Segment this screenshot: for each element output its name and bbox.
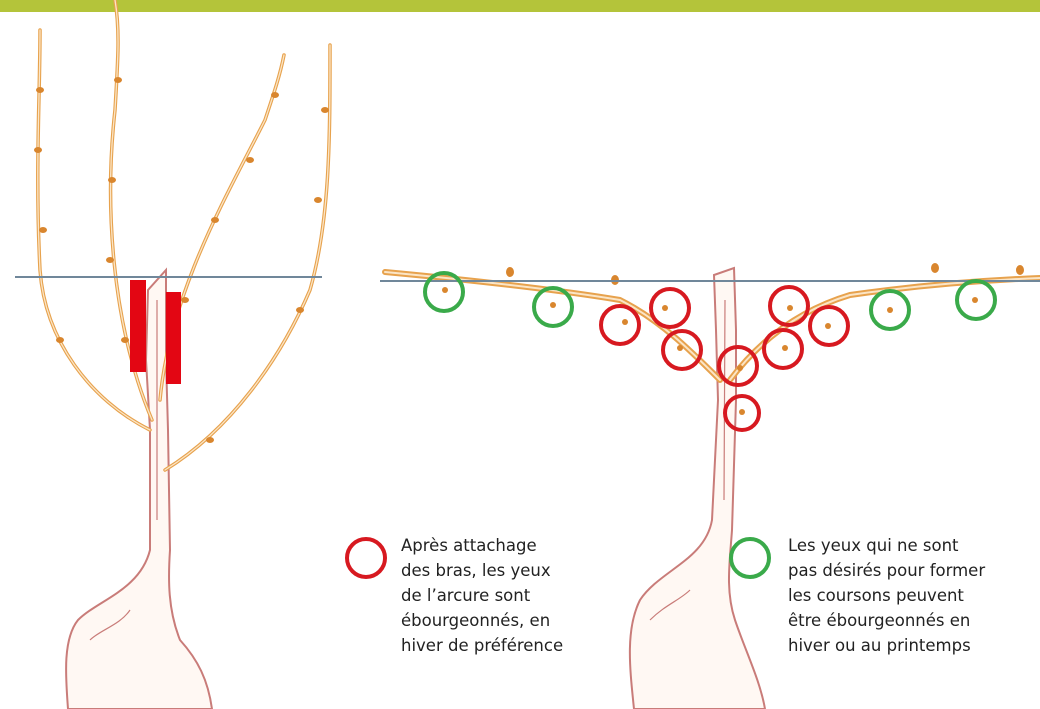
right-vine-trunk: [630, 268, 765, 709]
left-cut-marker-1: [130, 280, 146, 372]
left-vine: [34, 0, 330, 709]
green-circle-legend-icon: [726, 534, 774, 582]
red-bud-circle: [601, 306, 639, 344]
red-circle-legend-icon: [342, 534, 390, 582]
left-cut-marker-2: [166, 292, 181, 384]
left-vine-cane-4: [165, 45, 330, 470]
red-bud-circle: [651, 289, 689, 327]
red-legend-text: Après attachage des bras, les yeux de l’…: [401, 533, 601, 658]
left-vine-buds: [34, 77, 329, 443]
green-legend-text: Les yeux qui ne sont pas désirés pour fo…: [788, 533, 1028, 658]
